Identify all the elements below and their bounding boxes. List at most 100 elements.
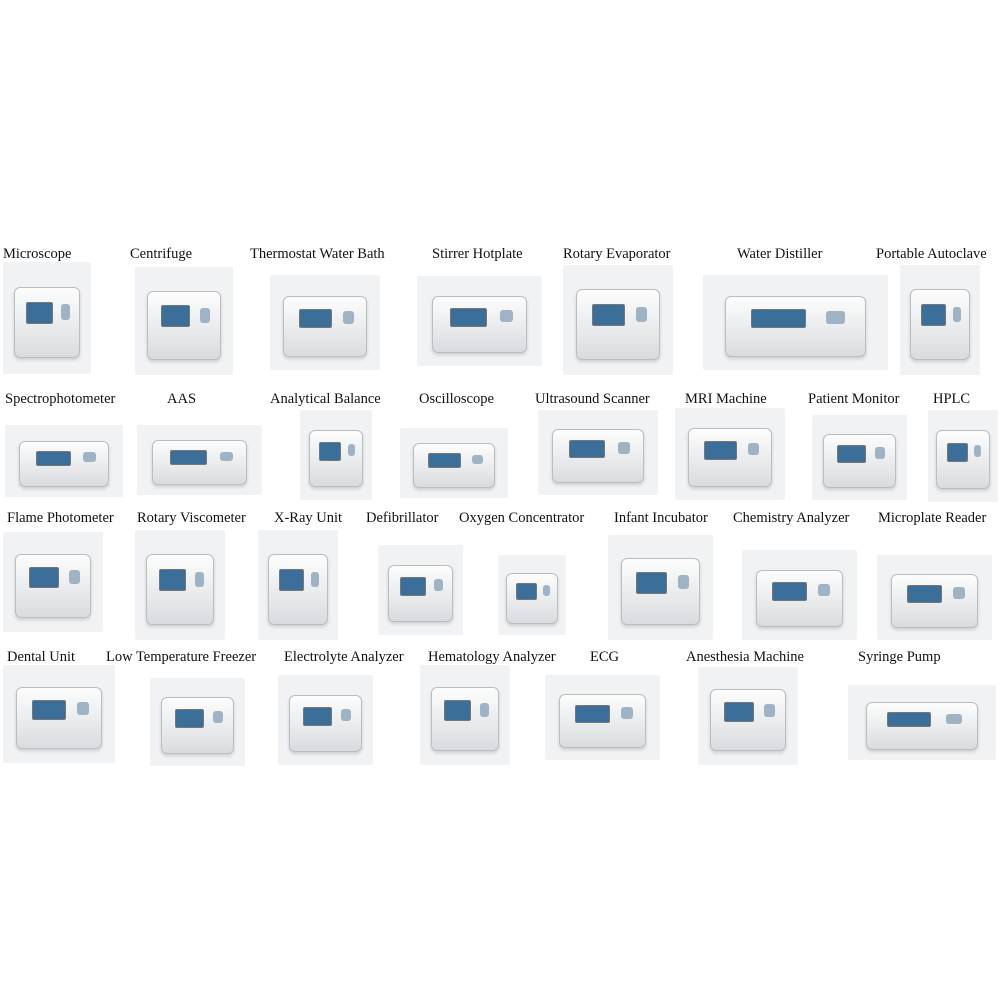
- device-screen: [837, 445, 866, 463]
- syringe-pump-image: [848, 685, 996, 760]
- ultrasound-image: [538, 410, 658, 495]
- device-screen: [516, 583, 537, 601]
- equipment-label: Hematology Analyzer: [428, 649, 556, 665]
- device-panel: [471, 454, 483, 465]
- equipment-label: Stirrer Hotplate: [432, 246, 523, 262]
- equipment-label: Rotary Viscometer: [137, 510, 246, 526]
- water-distiller-image: [703, 275, 888, 370]
- device-panel: [310, 571, 320, 587]
- device-panel: [479, 702, 489, 717]
- device-body: [688, 428, 772, 488]
- device-body: [308, 429, 364, 488]
- chemistry-analyzer-image: [742, 550, 857, 640]
- device-screen: [303, 706, 332, 726]
- device-panel: [434, 579, 444, 592]
- device-panel: [952, 306, 962, 322]
- device-body: [146, 290, 222, 360]
- device-screen: [428, 452, 461, 468]
- device-screen: [772, 581, 807, 601]
- device-screen: [946, 442, 969, 462]
- device-body: [283, 295, 367, 357]
- device-panel: [212, 711, 223, 724]
- hematology-analyzer-image: [420, 665, 510, 765]
- equipment-label: X-Ray Unit: [274, 510, 343, 526]
- device-screen: [635, 572, 668, 594]
- freezer-image: [150, 678, 245, 766]
- device-body: [15, 554, 91, 618]
- device-body: [558, 693, 647, 749]
- device-screen: [569, 440, 606, 458]
- balance-image: [300, 410, 372, 500]
- device-screen: [886, 711, 931, 728]
- equipment-label: Electrolyte Analyzer: [284, 649, 404, 665]
- device-panel: [677, 574, 689, 590]
- device-body: [890, 573, 979, 629]
- equipment-label: Microscope: [3, 246, 72, 262]
- device-panel: [617, 442, 631, 454]
- equipment-label: Defibrillator: [366, 510, 439, 526]
- device-screen: [298, 308, 332, 329]
- flame-photometer-image: [3, 532, 103, 632]
- equipment-label: Chemistry Analyzer: [733, 510, 850, 526]
- equipment-label: AAS: [167, 391, 197, 407]
- device-body: [152, 440, 247, 486]
- device-body: [161, 697, 234, 754]
- device-panel: [635, 306, 648, 322]
- spectrophotometer-image: [5, 425, 123, 497]
- equipment-label: Thermostat Water Bath: [250, 246, 385, 262]
- equipment-label: HPLC: [933, 391, 971, 407]
- hotplate-image: [417, 276, 542, 366]
- equipment-label: MRI Machine: [685, 391, 767, 407]
- device-screen: [921, 303, 946, 327]
- equipment-label: Dental Unit: [7, 649, 76, 665]
- device-screen: [35, 450, 72, 466]
- device-panel: [83, 452, 96, 463]
- device-panel: [340, 709, 351, 722]
- equipment-label: Spectrophotometer: [5, 391, 116, 407]
- centrifuge-image: [135, 267, 233, 375]
- device-screen: [158, 568, 186, 592]
- equipment-label: Oxygen Concentrator: [459, 510, 585, 526]
- device-panel: [747, 442, 760, 456]
- microplate-reader-image: [877, 555, 992, 640]
- dental-unit-image: [3, 665, 115, 763]
- device-screen: [279, 568, 304, 592]
- device-screen: [29, 567, 60, 588]
- device-panel: [61, 304, 71, 320]
- device-panel: [342, 311, 355, 324]
- device-screen: [169, 449, 208, 465]
- equipment-label: Centrifuge: [130, 246, 193, 262]
- device-body: [865, 701, 979, 750]
- device-screen: [319, 441, 342, 461]
- device-body: [432, 295, 527, 354]
- microscope-image: [3, 262, 91, 374]
- device-screen: [724, 701, 755, 722]
- equipment-label: Flame Photometer: [7, 510, 114, 526]
- device-body: [755, 569, 844, 628]
- equipment-label: Low Temperature Freezer: [106, 649, 257, 665]
- device-body: [16, 686, 102, 750]
- water-bath-image: [270, 275, 380, 370]
- ecg-image: [545, 675, 660, 760]
- device-panel: [826, 311, 846, 324]
- device-screen: [400, 576, 427, 596]
- equipment-label: Ultrasound Scanner: [535, 391, 650, 407]
- device-body: [552, 428, 644, 484]
- device-body: [506, 572, 558, 624]
- device-body: [430, 687, 500, 751]
- equipment-label: Oscilloscope: [419, 391, 494, 407]
- device-panel: [347, 444, 355, 457]
- electrolyte-analyzer-image: [278, 675, 373, 765]
- device-body: [289, 694, 362, 753]
- equipment-label: ECG: [590, 649, 619, 665]
- equipment-label: Anesthesia Machine: [686, 649, 804, 665]
- device-screen: [907, 585, 942, 603]
- oscilloscope-image: [400, 428, 508, 498]
- device-panel: [621, 707, 634, 719]
- device-body: [725, 295, 866, 357]
- device-body: [936, 430, 990, 490]
- mri-image: [675, 408, 785, 500]
- patient-monitor-image: [812, 415, 907, 500]
- device-screen: [160, 305, 191, 328]
